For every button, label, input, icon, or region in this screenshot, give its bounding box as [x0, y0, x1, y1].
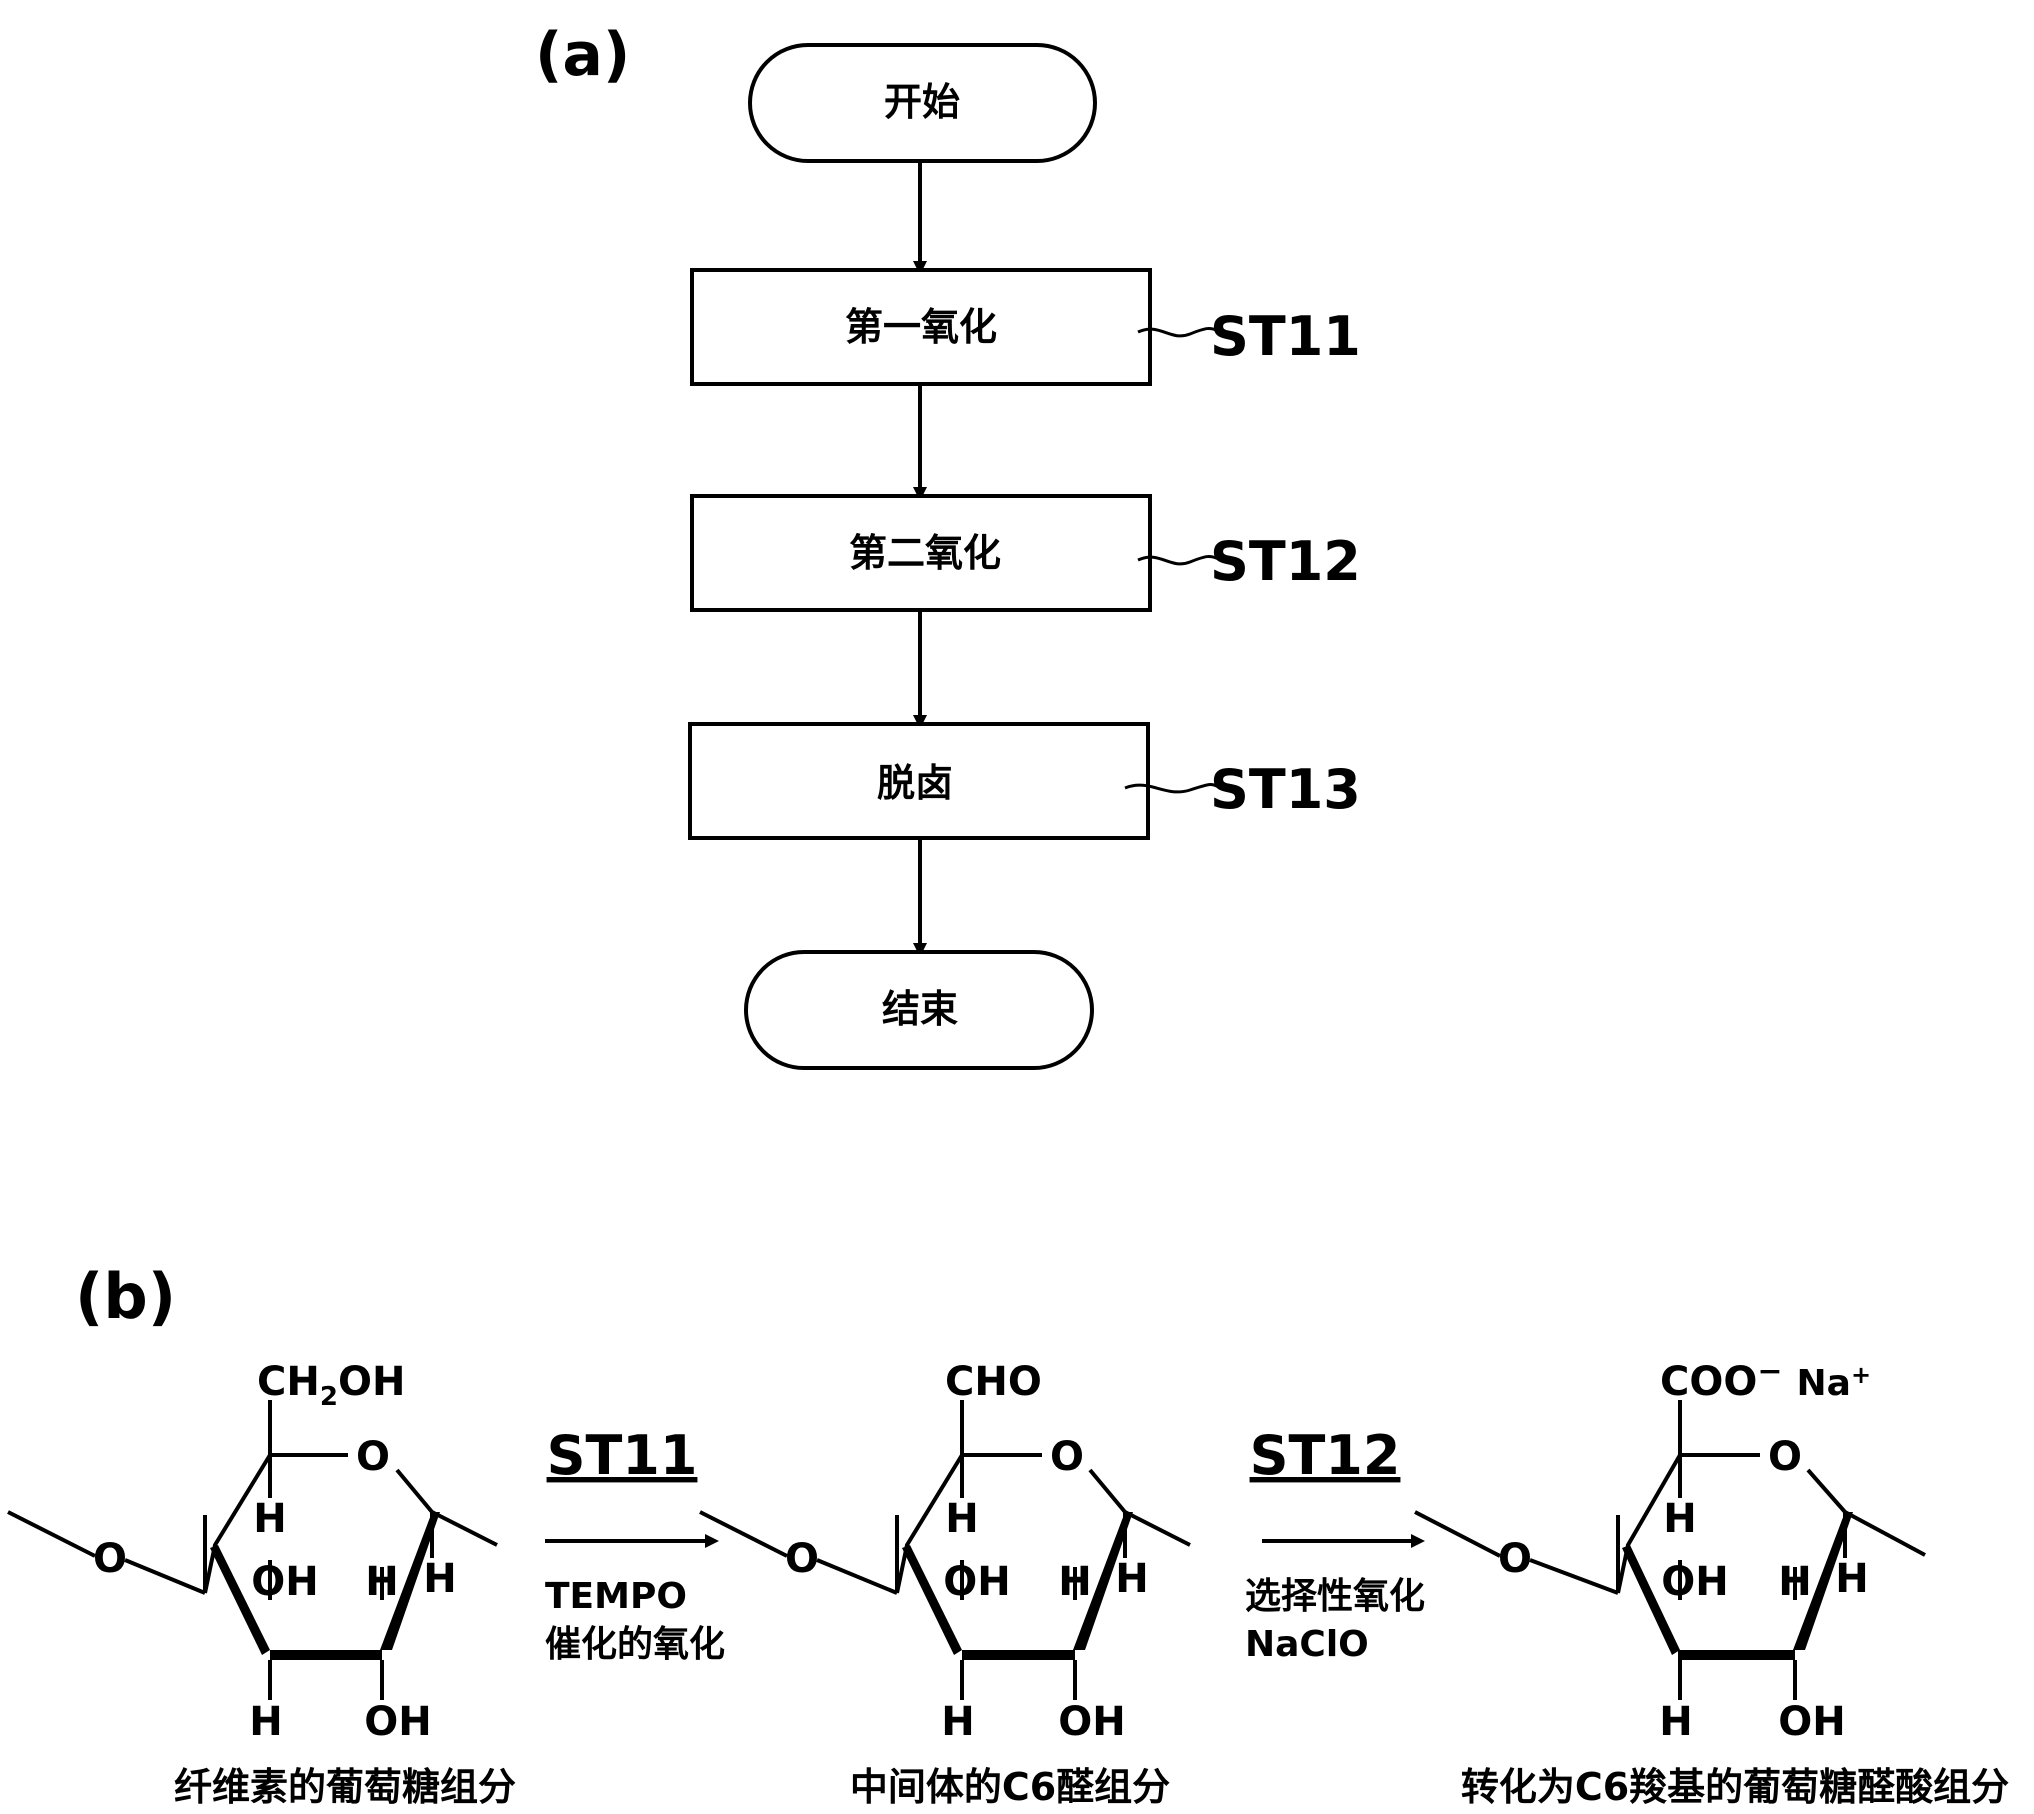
c1-h: H	[1835, 1556, 1868, 1602]
c2-oh: OH	[1778, 1699, 1845, 1745]
step-id-st11: ST11	[1210, 305, 1361, 368]
step-label-st13: 脱卤	[877, 761, 953, 805]
c2-h: H	[1778, 1559, 1811, 1605]
c4-h: H	[1659, 1699, 1692, 1745]
c3-oh: OH	[943, 1559, 1010, 1605]
arrow-cond-1a: TEMPO	[545, 1576, 687, 1617]
start-terminal	[748, 43, 1097, 163]
end-terminal	[744, 950, 1094, 1070]
ring-oxygen: O	[1768, 1434, 1802, 1480]
c2-h: H	[1058, 1559, 1091, 1605]
c3-oh: OH	[1661, 1559, 1728, 1605]
step-box-st13	[688, 722, 1150, 840]
c1-h: H	[1115, 1556, 1148, 1602]
c1-h: H	[423, 1556, 456, 1602]
leader-st13	[1124, 783, 1223, 794]
c5-h: H	[253, 1496, 286, 1542]
ring-link-oxygen: O	[93, 1536, 127, 1582]
caption-glucuronic: 转化为C6羧基的葡萄糖醛酸组分	[1461, 1765, 2009, 1809]
caption-aldehyde: 中间体的C6醛组分	[850, 1765, 1170, 1809]
step-box-st12	[690, 494, 1152, 612]
c6-substituent: COO−Na+	[1660, 1354, 1871, 1405]
step-id-st12: ST12	[1210, 530, 1361, 593]
leader-st11	[1137, 327, 1223, 338]
arrow-cond-1b: 催化的氧化	[545, 1624, 725, 1665]
molecule-glucose: O O CH2OH H H OH H H OH	[7, 1359, 498, 1745]
arrow-step-st11: ST11	[547, 1424, 698, 1487]
ring-oxygen: O	[1050, 1434, 1084, 1480]
c4-h: H	[249, 1699, 282, 1745]
c6-substituent: CH2OH	[257, 1359, 405, 1412]
c5-h: H	[1663, 1496, 1696, 1542]
step-label-st11: 第一氧化	[845, 305, 997, 349]
ring-link-oxygen: O	[1498, 1536, 1532, 1582]
end-label: 结束	[882, 987, 958, 1031]
ring-oxygen: O	[356, 1434, 390, 1480]
start-label: 开始	[884, 80, 960, 124]
arrow-step-st12: ST12	[1250, 1424, 1401, 1487]
c4-h: H	[941, 1699, 974, 1745]
ring-link-oxygen: O	[785, 1536, 819, 1582]
molecule-glucuronic: O O COO−Na+ H H OH H H OH	[1414, 1354, 1926, 1745]
step-box-st11	[690, 268, 1152, 386]
step-label-st12: 第二氧化	[849, 531, 1001, 575]
arrow-cond-2a: 选择性氧化	[1245, 1576, 1425, 1617]
c5-h: H	[945, 1496, 978, 1542]
caption-glucose: 纤维素的葡萄糖组分	[174, 1765, 516, 1809]
c6-substituent: CHO	[945, 1359, 1042, 1405]
c2-oh: OH	[364, 1699, 431, 1745]
molecule-aldehyde: O O CHO H H OH H H OH	[699, 1359, 1191, 1745]
c3-oh: OH	[251, 1559, 318, 1605]
panel-b-label: (b)	[75, 1260, 176, 1333]
leader-st12	[1137, 555, 1223, 566]
step-id-st13: ST13	[1210, 758, 1361, 821]
panel-a-label: (a)	[535, 20, 630, 90]
arrow-cond-2b: NaClO	[1245, 1624, 1369, 1665]
c2-h: H	[365, 1559, 398, 1605]
c2-oh: OH	[1058, 1699, 1125, 1745]
